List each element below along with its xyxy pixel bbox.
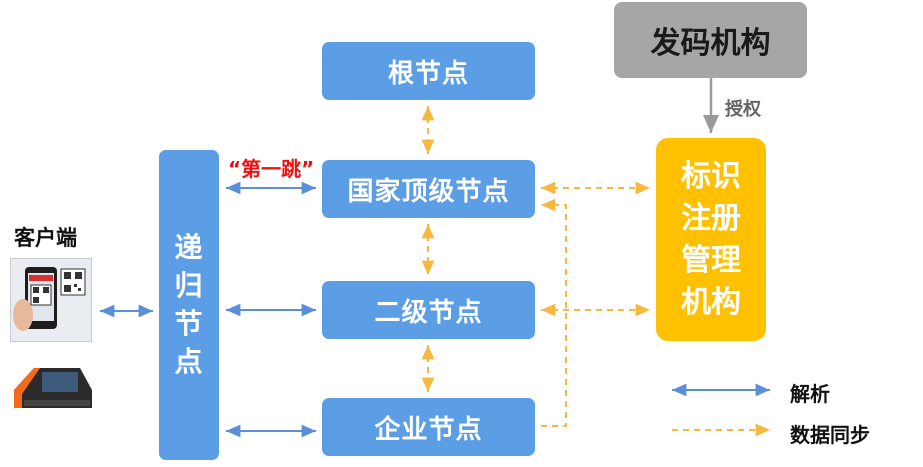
national-top-level-node: 国家顶级节点 [322,160,535,218]
registry-line: 管理 [681,242,741,278]
root-node: 根节点 [322,42,535,100]
legend-sync-label: 数据同步 [790,423,870,447]
recursive-node-char: 节 [174,307,204,340]
pos-terminal-icon [10,360,96,418]
enterprise-node: 企业节点 [322,398,535,456]
sync-enterprise-top-bracket [541,198,567,427]
registry-line: 标识 [681,158,741,194]
recursive-node-char: 点 [174,345,204,378]
client-label: 客户端 [14,226,77,250]
registry-line: 注册 [681,200,741,236]
registry-line: 机构 [681,284,741,320]
first-jump-label: “第一跳” [228,157,315,181]
code-issuer-node: 发码机构 [614,2,807,78]
recursive-node: 递 归 节 点 [159,150,219,460]
smartphone-qr-icon [10,258,92,342]
registry-management-node: 标识 注册 管理 机构 [656,138,766,341]
recursive-node-char: 归 [174,269,204,302]
legend-parse-label: 解析 [790,382,830,406]
recursive-node-char: 递 [174,231,204,264]
authorize-label: 授权 [725,99,761,120]
secondary-node: 二级节点 [322,281,535,339]
